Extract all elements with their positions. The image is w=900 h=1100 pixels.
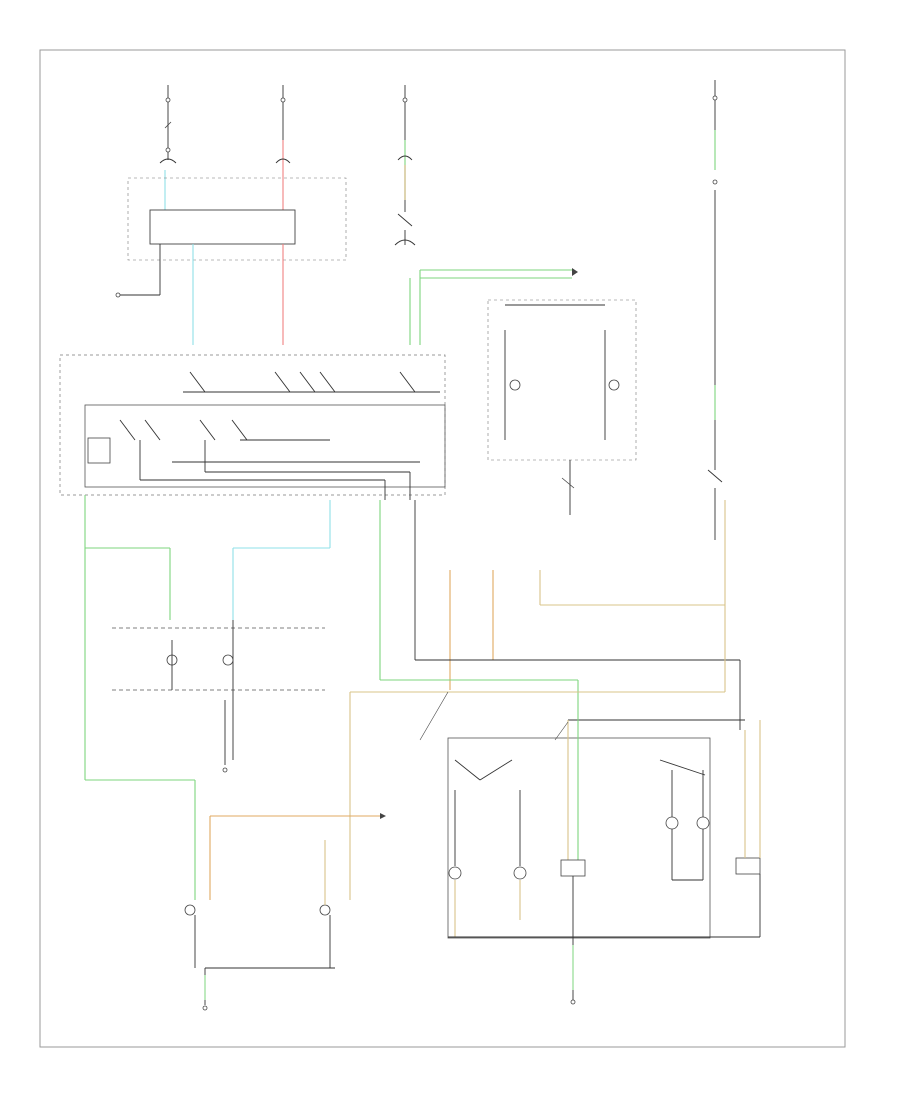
multifunction-switch [59,354,446,500]
left-outputs [84,495,331,900]
leaders [419,691,569,741]
diagram-border [39,49,846,1048]
relay-box [487,299,637,515]
ground-mid [222,700,228,773]
control-module [115,177,347,345]
rear-lamp-cluster [447,700,761,939]
power-feed-2 [275,85,291,210]
front-lamps [112,620,325,760]
signal-lamps [184,840,335,1011]
power-feed-4 [712,80,718,420]
trailer-wires [209,500,741,900]
rear-ground [570,876,576,1005]
power-feed-1 [159,85,177,210]
right-switch [707,420,726,605]
power-feed-3 [394,85,416,246]
trailer-feed-top [409,268,578,345]
